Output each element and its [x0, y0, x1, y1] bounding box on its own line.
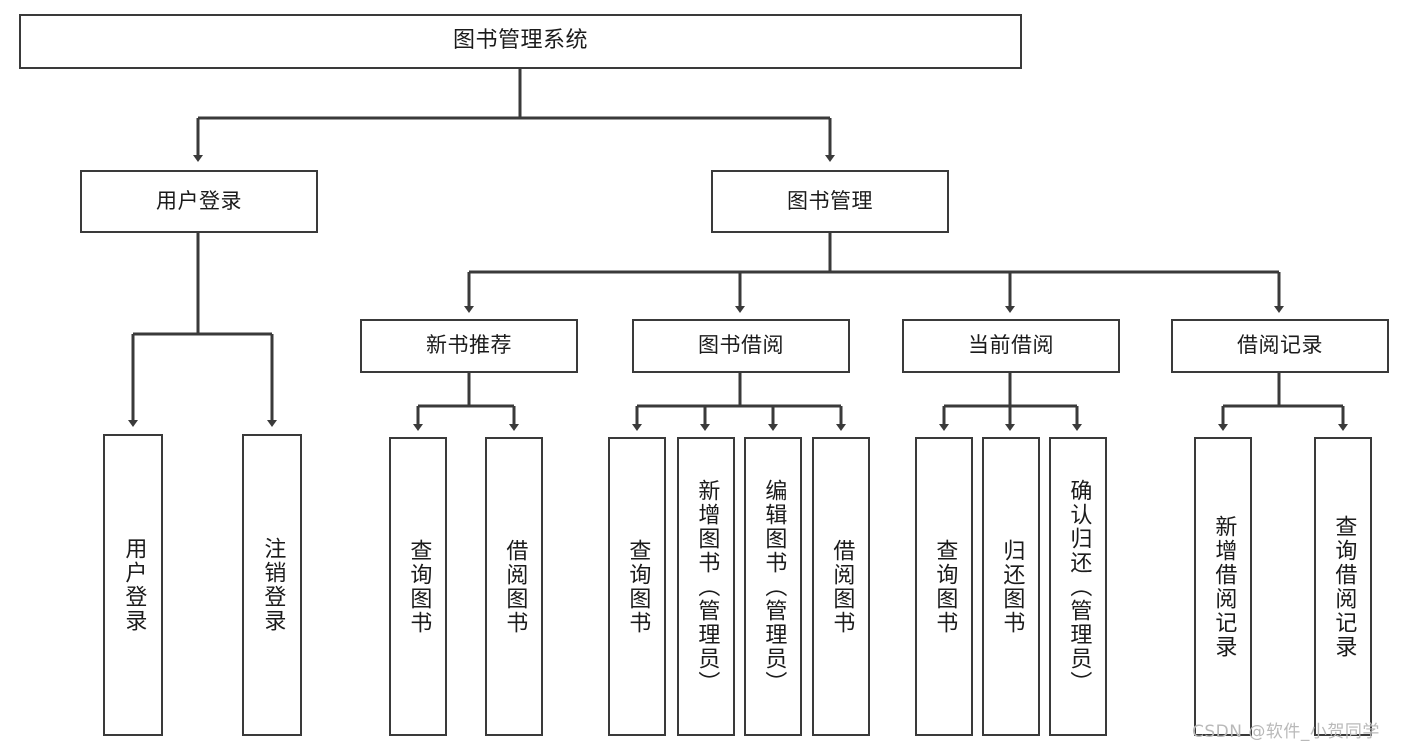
leaf-label: 归还图书	[999, 538, 1025, 635]
leaf-label: 借阅图书	[502, 538, 528, 635]
node-current-borrow[interactable]: 当前借阅	[902, 319, 1120, 373]
node-book-borrow[interactable]: 图书借阅	[632, 319, 850, 373]
leaf-record-add-record[interactable]: 新增借阅记录	[1194, 437, 1252, 736]
csdn-watermark: CSDN @软件_小贺同学	[1192, 722, 1380, 742]
leaf-label: 新增图书（管理员）	[694, 478, 720, 695]
node-current-borrow-label: 当前借阅	[968, 333, 1054, 358]
leaf-label: 借阅图书	[829, 538, 855, 635]
leaf-record-query-record[interactable]: 查询借阅记录	[1314, 437, 1372, 736]
leaf-label: 查询图书	[625, 538, 651, 635]
leaf-label: 编辑图书（管理员）	[761, 478, 787, 695]
node-borrow-record[interactable]: 借阅记录	[1171, 319, 1389, 373]
leaf-label: 查询图书	[406, 538, 432, 635]
leaf-current-confirm-return[interactable]: 确认归还（管理员）	[1049, 437, 1107, 736]
leaf-borrow-query-book[interactable]: 查询图书	[608, 437, 666, 736]
node-root-label: 图书管理系统	[452, 28, 588, 54]
node-user-login-label: 用户登录	[156, 188, 242, 213]
leaf-current-return-book[interactable]: 归还图书	[982, 437, 1040, 736]
leaf-borrow-edit-book[interactable]: 编辑图书（管理员）	[744, 437, 802, 736]
node-new-book-recommend[interactable]: 新书推荐	[360, 319, 578, 373]
node-user-login[interactable]: 用户登录	[80, 170, 318, 233]
leaf-label: 注销登录	[260, 537, 286, 633]
leaf-recommend-query-book[interactable]: 查询图书	[389, 437, 447, 736]
leaf-borrow-add-book[interactable]: 新增图书（管理员）	[677, 437, 735, 736]
leaf-user-login-logout[interactable]: 注销登录	[242, 434, 302, 736]
leaf-current-query-book[interactable]: 查询图书	[915, 437, 973, 736]
node-borrow-record-label: 借阅记录	[1237, 333, 1323, 358]
leaf-recommend-borrow-book[interactable]: 借阅图书	[485, 437, 543, 736]
leaf-label: 新增借阅记录	[1211, 514, 1237, 659]
node-book-borrow-label: 图书借阅	[698, 333, 784, 358]
leaf-label: 确认归还（管理员）	[1066, 478, 1092, 695]
node-book-manage[interactable]: 图书管理	[711, 170, 949, 233]
leaf-borrow-borrow-book[interactable]: 借阅图书	[812, 437, 870, 736]
leaf-label: 查询图书	[932, 538, 958, 635]
node-book-manage-label: 图书管理	[787, 188, 873, 213]
leaf-label: 用户登录	[121, 537, 147, 633]
leaf-label: 查询借阅记录	[1331, 514, 1357, 659]
node-root[interactable]: 图书管理系统	[19, 14, 1022, 69]
leaf-user-login-login[interactable]: 用户登录	[103, 434, 163, 736]
node-new-book-recommend-label: 新书推荐	[426, 333, 512, 358]
